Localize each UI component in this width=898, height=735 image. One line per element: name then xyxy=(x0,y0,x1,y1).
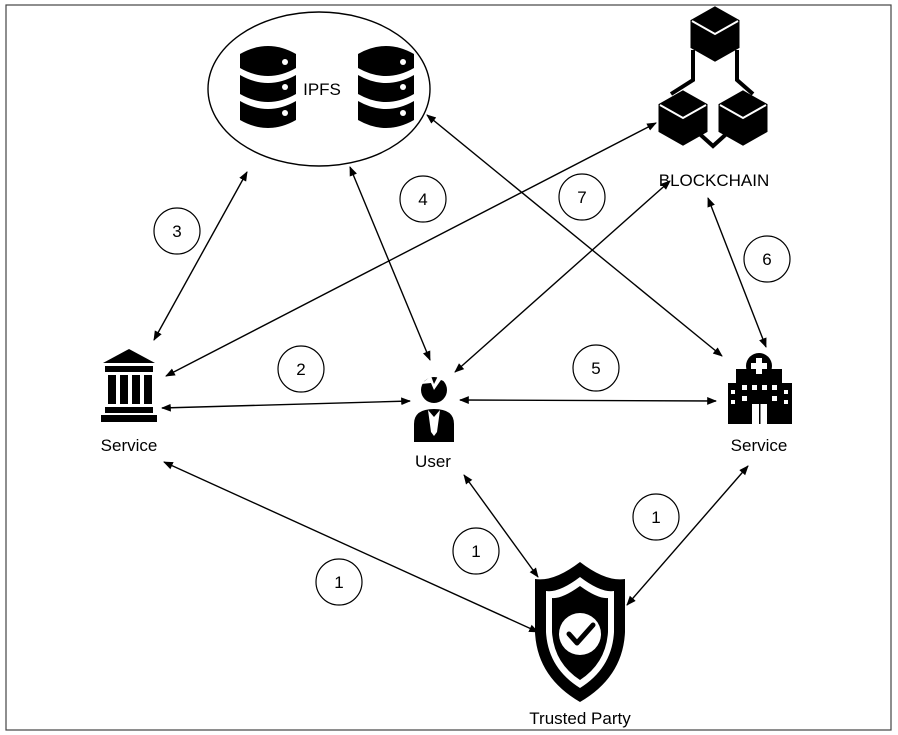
arrow-blockchain-user xyxy=(454,180,671,373)
arrow-ipfs-service-left xyxy=(153,171,248,341)
service-right-node: Service xyxy=(728,353,792,455)
step-marker-1-service-right: 1 xyxy=(632,493,680,541)
service-left-label: Service xyxy=(101,436,158,455)
arrow-service-left-trusted xyxy=(163,461,539,633)
diagram-frame xyxy=(5,4,892,731)
step-marker-1-user: 1 xyxy=(452,527,500,575)
step-marker-7: 7 xyxy=(558,173,606,221)
arrow-service-right-trusted xyxy=(626,465,749,606)
arrow-user-service-right xyxy=(459,396,717,405)
user-label: User xyxy=(415,452,451,471)
trusted-party-node: Trusted Party xyxy=(529,562,631,728)
step-marker-6: 6 xyxy=(743,235,791,283)
svg-text:7: 7 xyxy=(577,188,586,207)
service-right-label: Service xyxy=(731,436,788,455)
user-node: User xyxy=(414,372,454,471)
blockchain-cubes-icon xyxy=(658,6,768,149)
arrow-user-trusted xyxy=(463,474,539,578)
svg-text:2: 2 xyxy=(296,360,305,379)
connections xyxy=(153,114,767,633)
step-marker-2: 2 xyxy=(277,345,325,393)
service-left-node: Service xyxy=(101,349,158,455)
svg-text:3: 3 xyxy=(172,222,181,241)
svg-text:6: 6 xyxy=(762,250,771,269)
hospital-icon xyxy=(728,353,792,424)
svg-text:1: 1 xyxy=(334,573,343,592)
shield-check-icon xyxy=(535,562,625,702)
arrow-blockchain-service-left xyxy=(165,122,657,377)
svg-text:1: 1 xyxy=(471,542,480,561)
database-icon xyxy=(358,46,414,128)
blockchain-node: BLOCKCHAIN xyxy=(658,6,770,190)
arrow-blockchain-service-right xyxy=(707,197,767,348)
blockchain-label: BLOCKCHAIN xyxy=(659,171,770,190)
step-marker-1-service-left: 1 xyxy=(315,558,363,606)
svg-text:4: 4 xyxy=(418,190,427,209)
arrow-ipfs-service-right xyxy=(426,114,723,357)
arrow-service-left-user xyxy=(161,397,411,412)
database-icon xyxy=(240,46,296,128)
svg-text:1: 1 xyxy=(651,508,660,527)
bank-icon xyxy=(101,349,157,422)
step-markers: 3 4 7 6 2 5 1 1 xyxy=(153,173,791,606)
step-marker-4: 4 xyxy=(399,175,447,223)
step-marker-5: 5 xyxy=(572,344,620,392)
ipfs-label: IPFS xyxy=(303,80,341,99)
ipfs-node: IPFS xyxy=(207,11,431,167)
step-marker-3: 3 xyxy=(153,207,201,255)
svg-text:5: 5 xyxy=(591,359,600,378)
trusted-party-label: Trusted Party xyxy=(529,709,631,728)
user-icon xyxy=(414,372,454,442)
